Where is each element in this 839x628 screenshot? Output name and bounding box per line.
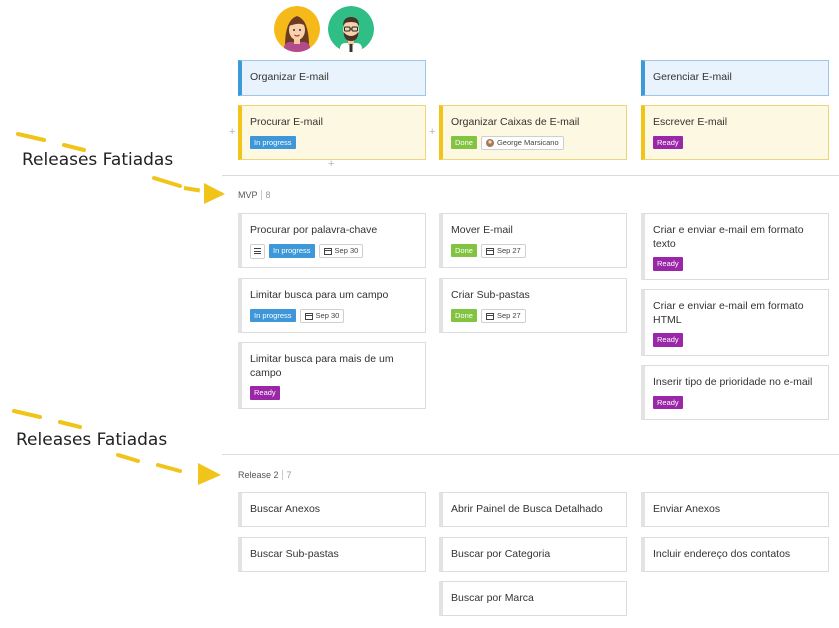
due-date-pill[interactable]: Sep 27	[480, 243, 526, 258]
story-card[interactable]: Buscar Anexos	[238, 492, 426, 527]
story-card[interactable]: Criar Sub-pastas Done Sep 27	[439, 278, 627, 333]
man-avatar-icon	[328, 6, 374, 52]
story-title: Criar e enviar e-mail em formato texto	[653, 224, 804, 250]
story-title: Procurar por palavra-chave	[250, 224, 378, 236]
avatar-woman	[274, 6, 320, 52]
story-title: Buscar por Categoria	[451, 548, 551, 560]
woman-avatar-icon	[274, 6, 320, 52]
story-title: Enviar Anexos	[653, 503, 721, 515]
step-title: Escrever E-mail	[653, 116, 728, 128]
release-divider	[222, 175, 839, 176]
side-label-releases-2: Releases Fatiadas	[16, 430, 168, 450]
story-title: Incluir endereço dos contatos	[653, 548, 791, 560]
story-card[interactable]: Criar e enviar e-mail em formato texto R…	[641, 213, 829, 280]
due-date-pill[interactable]: Sep 27	[480, 308, 526, 323]
status-badge: Done	[451, 308, 477, 323]
due-date-pill[interactable]: Sep 30	[318, 244, 364, 259]
due-date: Sep 27	[496, 245, 521, 255]
status-badge: In progress	[250, 308, 296, 323]
story-card[interactable]: Limitar busca para um campo In progress …	[238, 278, 426, 333]
status-badge: In progress	[250, 135, 296, 150]
status-badge: Ready	[250, 386, 280, 400]
story-title: Criar e enviar e-mail em formato HTML	[653, 300, 804, 326]
story-card[interactable]: Buscar Sub-pastas	[238, 537, 426, 572]
status-badge: In progress	[269, 244, 315, 258]
story-card[interactable]: Limitar busca para mais de um campo Read…	[238, 342, 426, 409]
status-badge: Done	[451, 135, 477, 150]
activity-title: Organizar E-mail	[250, 71, 329, 83]
activity-card-gerenciar[interactable]: Gerenciar E-mail	[641, 60, 829, 96]
avatar-man	[328, 6, 374, 52]
release-divider	[222, 454, 839, 455]
step-card-procurar[interactable]: Procurar E-mail In progress	[238, 105, 426, 160]
step-card-escrever[interactable]: Escrever E-mail Ready	[641, 105, 829, 160]
story-title: Limitar busca para um campo	[250, 289, 389, 301]
story-title: Inserir tipo de prioridade no e-mail	[653, 376, 813, 388]
story-title: Mover E-mail	[451, 224, 513, 236]
activity-card-organizar[interactable]: Organizar E-mail	[238, 60, 426, 96]
dashed-arrow-icon	[12, 409, 221, 485]
story-title: Buscar Sub-pastas	[250, 548, 339, 560]
story-title: Limitar busca para mais de um campo	[250, 353, 394, 379]
side-label-releases: Releases Fatiadas	[22, 150, 174, 170]
story-title: Buscar Anexos	[250, 503, 321, 515]
story-title: Abrir Painel de Busca Detalhado	[451, 503, 603, 515]
due-date: Sep 30	[334, 246, 359, 256]
release-title: MVP	[238, 190, 258, 200]
step-title: Procurar E-mail	[250, 116, 323, 128]
dashed-arrow-icon	[16, 132, 225, 204]
story-card[interactable]: Enviar Anexos	[641, 492, 829, 527]
add-card-icon[interactable]: +	[328, 158, 335, 170]
story-card[interactable]: Inserir tipo de prioridade no e-mail Rea…	[641, 365, 829, 420]
assignee-pill[interactable]: George Marsicano	[480, 135, 564, 150]
story-card[interactable]: Procurar por palavra-chave In progress S…	[238, 213, 426, 268]
release-count: 7	[281, 470, 292, 480]
due-date: Sep 27	[496, 310, 521, 320]
add-step-icon[interactable]: +	[429, 126, 436, 138]
story-card[interactable]: Criar e enviar e-mail em formato HTML Re…	[641, 289, 829, 356]
activity-title: Gerenciar E-mail	[653, 71, 732, 83]
story-card[interactable]: Mover E-mail Done Sep 27	[439, 213, 627, 268]
calendar-icon	[485, 247, 494, 255]
status-badge: Ready	[653, 395, 683, 410]
description-icon	[250, 243, 265, 259]
step-title: Organizar Caixas de E-mail	[451, 116, 580, 128]
story-title: Criar Sub-pastas	[451, 289, 530, 301]
add-step-icon[interactable]: +	[229, 126, 236, 138]
story-card[interactable]: Buscar por Categoria	[439, 537, 627, 572]
story-card[interactable]: Incluir endereço dos contatos	[641, 537, 829, 572]
calendar-icon	[323, 248, 332, 256]
step-card-organizar-caixas[interactable]: Organizar Caixas de E-mail Done George M…	[439, 105, 627, 160]
calendar-icon	[304, 312, 313, 320]
status-badge: Ready	[653, 135, 683, 150]
assignee-name: George Marsicano	[496, 137, 559, 147]
story-card[interactable]: Buscar por Marca	[439, 581, 627, 616]
release-title: Release 2	[238, 470, 279, 480]
calendar-icon	[485, 312, 494, 320]
status-badge: Done	[451, 243, 477, 258]
release-count: 8	[260, 190, 271, 200]
due-date-pill[interactable]: Sep 30	[299, 308, 345, 323]
user-avatar-icon	[485, 138, 494, 147]
status-badge: Ready	[653, 333, 683, 347]
story-title: Buscar por Marca	[451, 592, 534, 604]
due-date: Sep 30	[315, 310, 340, 320]
status-badge: Ready	[653, 257, 683, 271]
story-card[interactable]: Abrir Painel de Busca Detalhado	[439, 492, 627, 527]
